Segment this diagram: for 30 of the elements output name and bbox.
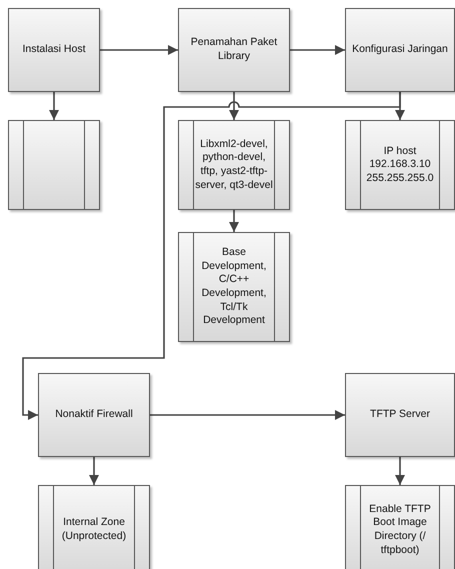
node-label: TFTP Server xyxy=(370,408,430,422)
process-box xyxy=(345,373,455,457)
process-box xyxy=(178,8,290,92)
node-label: Libxml2-devel, python-devel, tftp, yast2-tftp-server, qt3-devel xyxy=(194,138,274,192)
node-label: Konfigurasi Jaringan xyxy=(352,43,448,57)
arrow xyxy=(229,92,239,120)
node-label: Nonaktif Firewall xyxy=(55,408,133,422)
subprocess-box xyxy=(178,232,290,342)
subprocess-box xyxy=(345,485,455,569)
arrow xyxy=(395,457,405,485)
arrow xyxy=(150,410,345,420)
node-label: Enable TFTP Boot Image Directory (/ tftpboot) xyxy=(368,502,432,558)
arrow xyxy=(290,45,345,55)
node-label: IP host 192.168.3.10 255.255.255.0 xyxy=(365,144,435,186)
subprocess-box xyxy=(178,120,290,210)
node-label: Penamahan Paket Library xyxy=(190,36,278,64)
arrow xyxy=(89,457,99,485)
node-label: Instalasi Host xyxy=(22,43,86,57)
process-box xyxy=(8,8,100,92)
subprocess-box xyxy=(345,120,455,210)
node-label: Internal Zone (Unprotected) xyxy=(60,516,128,544)
process-box xyxy=(38,373,150,457)
subprocess-box xyxy=(38,485,150,569)
arrow xyxy=(100,45,178,55)
process-box xyxy=(345,8,455,92)
arrow xyxy=(22,92,401,420)
arrow xyxy=(229,210,239,232)
node-label: Base Development, C/C++ Development, Tcl/Tk Development xyxy=(200,246,268,328)
arrow xyxy=(49,92,59,120)
process-box xyxy=(8,120,100,210)
